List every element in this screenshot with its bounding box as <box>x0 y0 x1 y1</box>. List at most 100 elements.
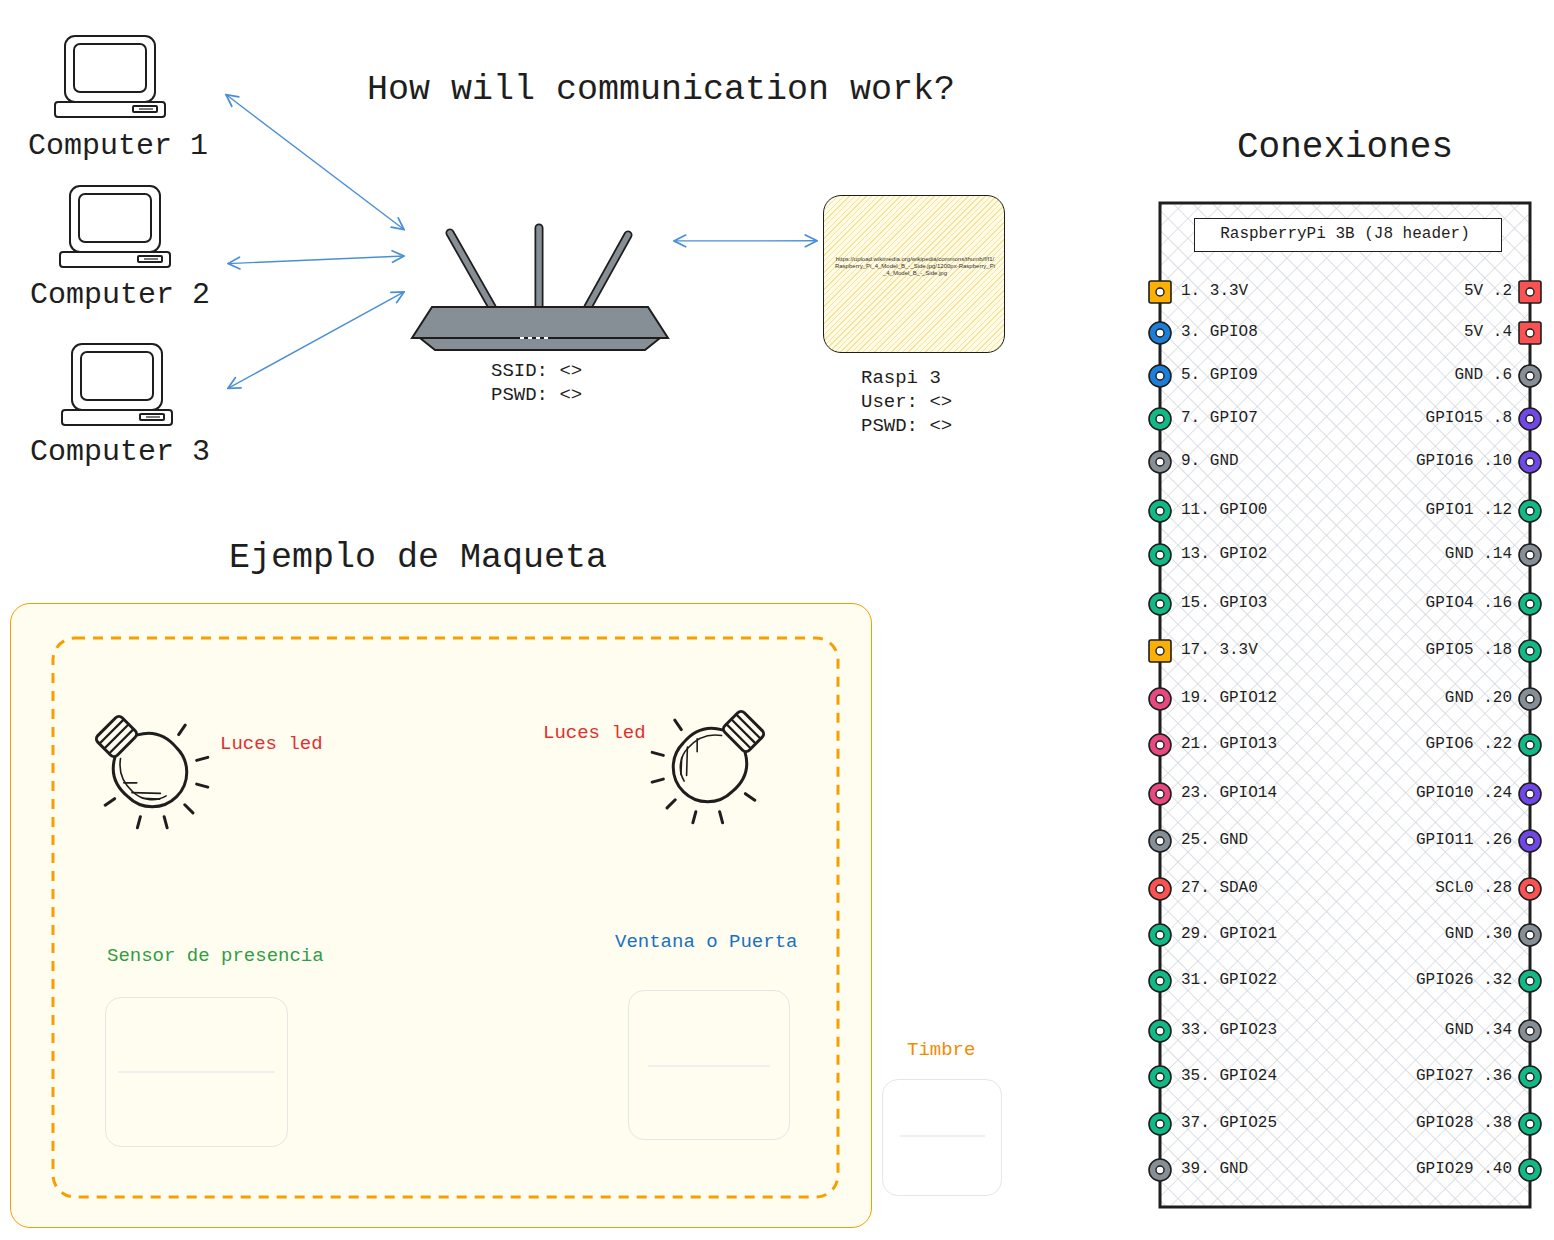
router-icon <box>412 228 668 350</box>
pin-dot <box>1149 688 1171 710</box>
pin-label: 25. GND <box>1181 831 1248 850</box>
pin-dot <box>1149 365 1171 387</box>
pin-dot <box>1519 593 1541 615</box>
computer-label: Computer 3 <box>30 434 210 470</box>
antenna <box>450 228 628 307</box>
pin-label: GPIO5 .18 <box>1426 641 1512 660</box>
led-bulb <box>67 687 233 853</box>
pin-label: GPIO16 .10 <box>1416 452 1512 471</box>
pin-dot <box>1519 408 1541 430</box>
pin-dot <box>1519 451 1541 473</box>
section-heading: Ejemplo de Maqueta <box>229 537 607 579</box>
pin-dot <box>1519 924 1541 946</box>
pin-dot <box>1519 970 1541 992</box>
pin-label: GPIO15 .8 <box>1426 409 1512 428</box>
pin-label: 9. GND <box>1181 452 1239 471</box>
pin-dot <box>1519 830 1541 852</box>
pin-label: 3. GPIO8 <box>1181 323 1258 342</box>
pin-dot <box>1519 878 1541 900</box>
board-hatch <box>1160 203 1530 1207</box>
placeholder-line <box>648 1065 770 1067</box>
pin-dot <box>1519 544 1541 566</box>
placeholder-line <box>118 1071 275 1073</box>
pin-label: 5V .4 <box>1464 323 1512 342</box>
pin-dot <box>1519 688 1541 710</box>
computer-node: Computer 3 <box>22 338 222 474</box>
section-heading: Conexiones <box>1160 126 1530 169</box>
pin-dot <box>1519 783 1541 805</box>
pin-label: GPIO11 .26 <box>1416 831 1512 850</box>
doorbell-label: Timbre <box>907 1039 975 1062</box>
pin-label: GPIO26 .32 <box>1416 971 1512 990</box>
pin-label: 33. GPIO23 <box>1181 1021 1277 1040</box>
antenna-outline <box>450 228 628 307</box>
pin-label: 39. GND <box>1181 1160 1248 1179</box>
pin-label: 7. GPIO7 <box>1181 409 1258 428</box>
computer-node: Computer 1 <box>20 32 220 168</box>
pin-dot <box>1149 281 1171 303</box>
pin-label: 23. GPIO14 <box>1181 784 1277 803</box>
raspberry-pi-card: https://upload.wikimedia.org/wikipedia/c… <box>823 195 1005 353</box>
network-credential: PSWD: <> <box>491 384 582 407</box>
pin-dot <box>1149 734 1171 756</box>
pin-label: 29. GPIO21 <box>1181 925 1277 944</box>
pin-label: 5V .2 <box>1464 282 1512 301</box>
light-label: Luces led <box>220 733 323 756</box>
pin-label: GPIO1 .12 <box>1426 501 1512 520</box>
computer-icon <box>55 36 165 117</box>
pin-label: 35. GPIO24 <box>1181 1067 1277 1086</box>
computer-icon <box>60 186 170 267</box>
maqueta-ground <box>10 603 872 1228</box>
pin-dot <box>1149 830 1171 852</box>
pin-dot <box>1149 1159 1171 1181</box>
network-credential: SSID: <> <box>491 360 582 383</box>
pin-label: 13. GPIO2 <box>1181 545 1267 564</box>
board-title: RaspberryPi 3B (J8 header) <box>1195 225 1495 244</box>
device-name: Raspi 3 <box>861 367 941 390</box>
pin-dot <box>1519 500 1541 522</box>
pin-dot <box>1149 408 1171 430</box>
pin-label: 15. GPIO3 <box>1181 594 1267 613</box>
pin-dot <box>1149 544 1171 566</box>
pin-label: 21. GPIO13 <box>1181 735 1277 754</box>
pin-dot <box>1149 924 1171 946</box>
doorbell-box: Timbre <box>882 1079 1002 1196</box>
placeholder-line <box>900 1135 985 1137</box>
sensor-box: Sensor de presencia <box>105 997 288 1147</box>
network-link <box>226 95 404 230</box>
computer-icon <box>62 344 172 425</box>
image-url: https://upload.wikimedia.org/wikipedia/c… <box>834 256 996 278</box>
pin-dot <box>1149 970 1171 992</box>
pin-dot <box>1149 451 1171 473</box>
pin-dot <box>1149 640 1171 662</box>
pin-label: 31. GPIO22 <box>1181 971 1277 990</box>
maqueta-box: Sensor de presenciaVentana o PuertaEjemp… <box>10 603 872 1228</box>
pin-label: GPIO28 .38 <box>1416 1114 1512 1133</box>
pin-dot <box>1519 1066 1541 1088</box>
board-outline <box>1160 203 1530 1207</box>
pin-dot <box>1519 734 1541 756</box>
pin-label: 11. GPIO0 <box>1181 501 1267 520</box>
led-bulb <box>627 682 793 848</box>
pin-dot <box>1149 878 1171 900</box>
pin-label: GPIO6 .22 <box>1426 735 1512 754</box>
pin-label: GND .34 <box>1445 1021 1512 1040</box>
pin-dot <box>1519 365 1541 387</box>
pin-label: GPIO4 .16 <box>1426 594 1512 613</box>
pin-label: 37. GPIO25 <box>1181 1114 1277 1133</box>
pin-label: GPIO10 .24 <box>1416 784 1512 803</box>
window-door-box: Ventana o Puerta <box>628 990 790 1140</box>
pin-label: 5. GPIO9 <box>1181 366 1258 385</box>
network-link <box>228 292 404 388</box>
pin-label: SCL0 .28 <box>1435 879 1512 898</box>
diagram-title: How will communication work? <box>367 69 955 111</box>
pin-label: 19. GPIO12 <box>1181 689 1277 708</box>
pin-dot <box>1519 1020 1541 1042</box>
sensor-label: Sensor de presencia <box>107 945 324 968</box>
light-label: Luces led <box>543 722 646 745</box>
maqueta-inner-dashed <box>53 638 838 1197</box>
password-credential: PSWD: <> <box>861 415 952 438</box>
